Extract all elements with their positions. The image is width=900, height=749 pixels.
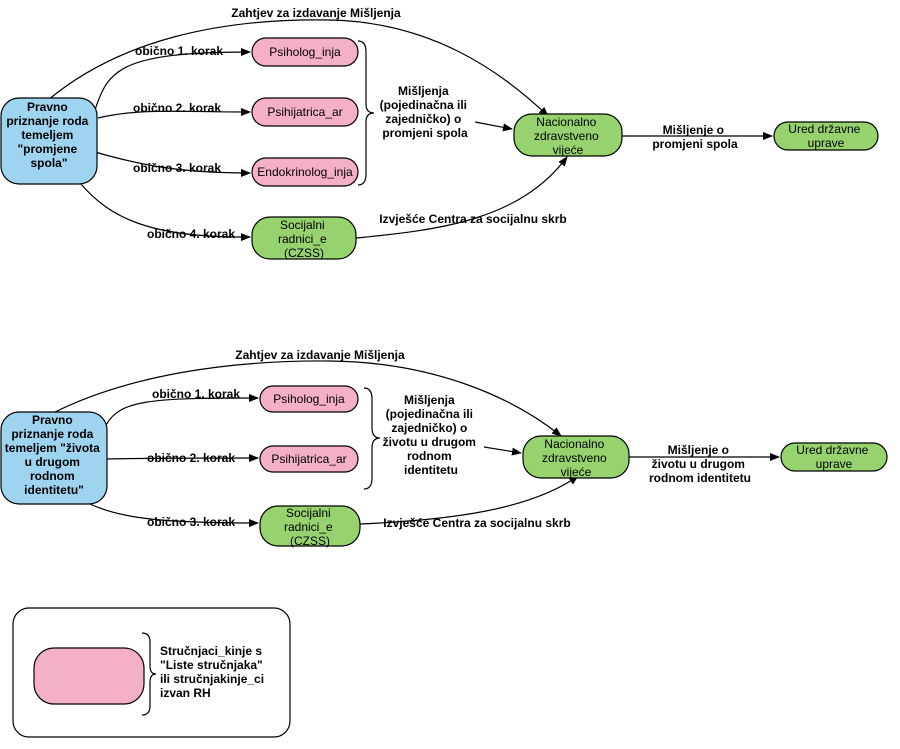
office-text-1: Ured državne uprave xyxy=(788,122,863,150)
step-label-2-1: obično 1. korak xyxy=(152,387,240,401)
edge-step4-1 xyxy=(79,182,251,242)
step-label-2-2: obično 2. korak xyxy=(147,451,235,465)
result-label-1: Mišljenje o promjeni spola xyxy=(652,123,738,151)
expert-node-endokrinolog-1 xyxy=(251,157,359,187)
expert-label-psihijatar-1: Psihijatrica_ar xyxy=(267,105,342,119)
diagram-1: Pravno priznanje roda temeljem "promjene… xyxy=(0,6,879,260)
start-node-1 xyxy=(0,97,98,185)
expert-label-psiholog-1: Psiholog_inja xyxy=(269,45,341,59)
office-text-2: Ured državne uprave xyxy=(796,443,871,471)
office-node-2 xyxy=(780,442,888,472)
result-label-2: Mišljenje o životu u drugom rodnom ident… xyxy=(649,443,751,485)
brace-2 xyxy=(363,387,381,490)
expert-label-psiholog-2: Psiholog_inja xyxy=(273,392,345,406)
council-text-2: Nacionalno zdravstveno vijeće xyxy=(542,437,610,479)
council-node-2 xyxy=(522,435,630,479)
edge-opinions-1 xyxy=(474,121,513,132)
expert-node-psiholog-2 xyxy=(259,385,359,413)
social-text-1: Socijalni radnici_e (CZSS) xyxy=(278,218,330,260)
edge-step2-1 xyxy=(97,107,251,119)
legend: Stručnjaci_kinje s "Liste stručnjaka" il… xyxy=(12,607,291,738)
edge-step3-2 xyxy=(89,503,259,527)
edge-step1-1 xyxy=(94,48,251,111)
social-node-2 xyxy=(259,505,361,547)
request-label-1: Zahtjev za izdavanje Mišljenja xyxy=(231,6,401,20)
start-text-2: Pravno priznanje roda temeljem "života u… xyxy=(5,413,103,497)
report-label-1: Izvješće Centra za socijalnu skrb xyxy=(379,212,566,226)
edge-step1-2 xyxy=(105,394,259,426)
step-label-1-3: obično 3. korak xyxy=(133,161,221,175)
legend-brace xyxy=(141,632,157,716)
edge-request-1 xyxy=(47,19,549,117)
expert-label-psihijatar-2: Psihijatrica_ar xyxy=(271,452,346,466)
edge-step3-1 xyxy=(94,151,251,177)
step-label-1-2: obično 2. korak xyxy=(133,101,221,115)
edge-opinions-2 xyxy=(483,446,522,456)
start-text-1: Pravno priznanje roda temeljem "promjene… xyxy=(6,100,91,170)
council-node-1 xyxy=(513,113,623,157)
edge-report-2 xyxy=(359,475,579,525)
legend-expert-swatch xyxy=(33,647,145,705)
expert-label-endokrinolog-1: Endokrinolog_inja xyxy=(257,165,353,179)
report-label-2: Izvješće Centra za socijalnu skrb xyxy=(383,516,570,530)
step-label-1-1: obično 1. korak xyxy=(135,44,223,58)
social-node-1 xyxy=(251,216,357,260)
edge-request-2 xyxy=(54,360,562,437)
step-label-1-4: obično 4. korak xyxy=(147,227,235,241)
legend-text: Stručnjaci_kinje s "Liste stručnjaka" il… xyxy=(160,644,267,700)
opinions-label-1: Mišljenja (pojedinačna ili zajedničko) o… xyxy=(380,84,471,140)
brace-1 xyxy=(357,40,375,186)
request-label-2: Zahtjev za izdavanje Mišljenja xyxy=(235,348,405,362)
step-label-2-3: obično 3. korak xyxy=(147,515,235,529)
edge-report-1 xyxy=(355,156,568,239)
council-text-1: Nacionalno zdravstveno vijeće xyxy=(534,115,602,157)
office-node-1 xyxy=(773,121,879,151)
edge-step2-2 xyxy=(106,454,259,463)
diagram-2: Pravno priznanje roda temeljem "života u… xyxy=(0,348,888,548)
opinions-label-2: Mišljenja (pojedinačna ili zajedničko) o… xyxy=(383,393,480,477)
expert-node-psihijatar-2 xyxy=(259,445,359,473)
expert-node-psihijatar-1 xyxy=(251,97,359,127)
start-node-2 xyxy=(0,411,108,505)
social-text-2: Socijalni radnici_e (CZSS) xyxy=(284,506,336,548)
expert-node-psiholog-1 xyxy=(251,37,359,67)
